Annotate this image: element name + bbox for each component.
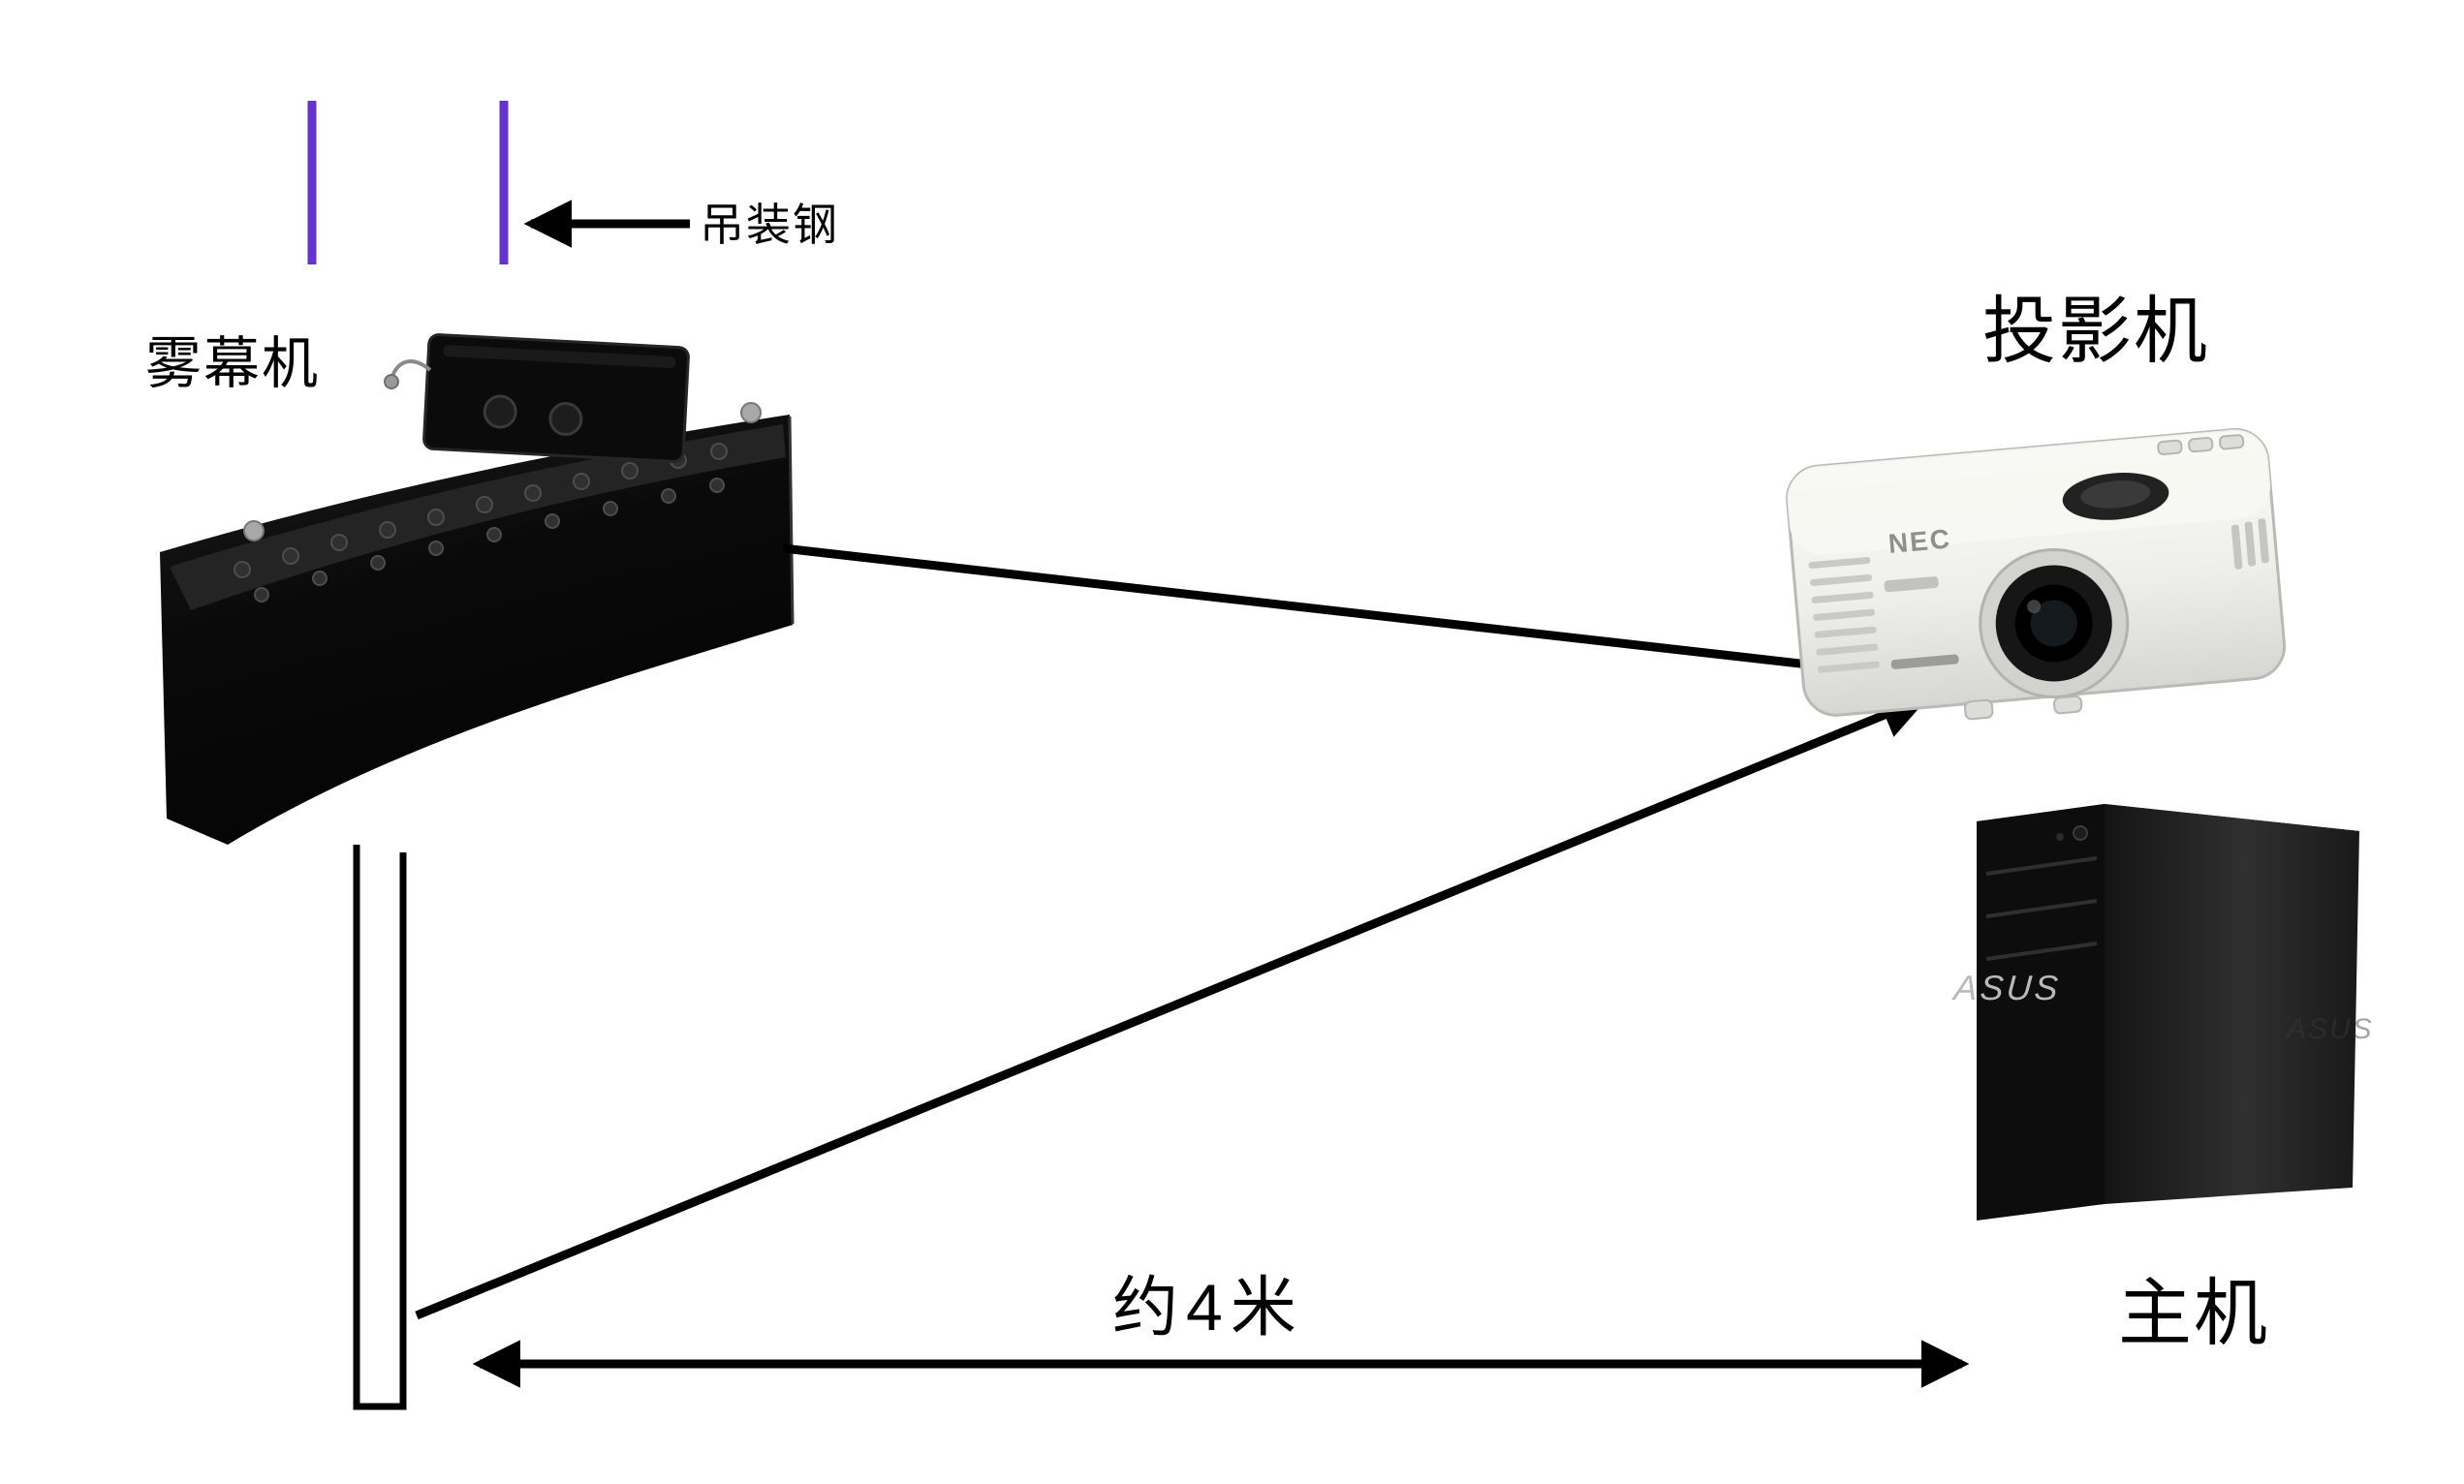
fog-machine-control-box <box>422 333 690 463</box>
host-label: 主机 <box>2118 1273 2269 1355</box>
projector-top-sheen <box>1787 429 2271 555</box>
fog-machine-edge <box>788 416 795 625</box>
tower-brand-side-text: ASUS <box>2285 1013 2374 1045</box>
fog-machine-label: 雾幕机 <box>145 332 321 395</box>
hanging-steel-label: 吊装钢 <box>700 200 839 250</box>
projector-panel-slot2 <box>1890 654 1959 669</box>
projector-lens <box>1979 547 2130 698</box>
projector-illustration: NEC <box>1786 428 2287 721</box>
beam-arrow-bottom <box>415 693 1929 1320</box>
fog-machine-eyelet-front <box>243 520 265 541</box>
distance-label: 约4米 <box>1112 1271 1304 1345</box>
fog-machine-body <box>160 415 793 845</box>
projector-side-vents <box>2230 518 2269 570</box>
hanging-steel-cables <box>307 101 509 264</box>
host-tower-illustration: ASUS ASUS <box>1950 804 2374 1221</box>
projector-zoom-lever <box>2080 480 2151 509</box>
projector-foot-right <box>2052 695 2083 715</box>
tower-power-button <box>2073 825 2088 841</box>
fog-curtain-lines <box>353 845 407 1410</box>
tower-reset-button <box>2056 833 2064 841</box>
tower-brand-text: ASUS <box>1950 968 2062 1007</box>
fog-machine-nozzles <box>234 443 728 603</box>
tower-front-face <box>1977 804 2105 1221</box>
projector-foot-left <box>1963 698 1994 721</box>
beam-arrow-top <box>782 543 1936 697</box>
tower-drive-bays <box>1985 856 2098 961</box>
fog-machine-eyelet-left <box>384 374 399 389</box>
fog-machine-eyelet-right <box>740 402 762 423</box>
tower-side-face <box>2105 804 2359 1204</box>
projector-label: 投影机 <box>1982 291 2209 373</box>
fog-machine-illustration <box>160 333 795 845</box>
projector-brand-text: NEC <box>1887 523 1953 559</box>
projector-panel-slot <box>1884 576 1939 593</box>
projector-buttons <box>2157 434 2245 455</box>
projector-vent-grille <box>1808 557 1880 673</box>
